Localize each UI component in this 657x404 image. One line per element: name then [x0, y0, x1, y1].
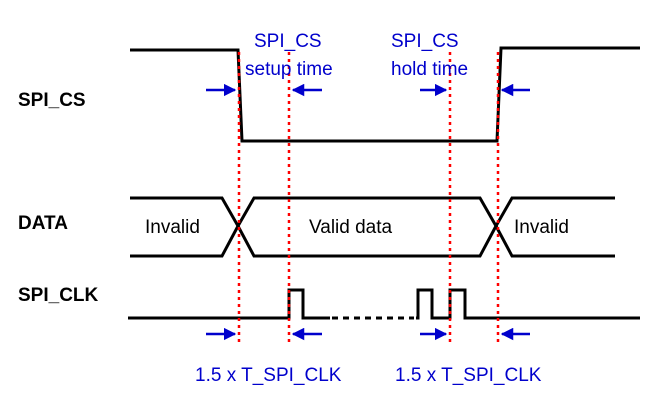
data-bus-valid-bottom	[236, 225, 498, 258]
data-state-invalid-left: Invalid	[145, 217, 200, 238]
data-bus-bottom-right	[494, 225, 615, 258]
data-bus-bottom-left	[130, 225, 240, 258]
annotation-bottom-right: 1.5 x T_SPI_CLK	[395, 365, 542, 386]
data-bus-top-left	[130, 196, 240, 227]
data-bus-valid-top	[236, 196, 498, 227]
annotation-setup-line2: setup time	[245, 59, 333, 80]
signal-label-spi-clk: SPI_CLK	[18, 285, 99, 306]
signal-label-spi-cs: SPI_CS	[18, 90, 86, 111]
spi-cs-waveform	[130, 46, 640, 143]
annotation-setup-line1: SPI_CS	[254, 31, 322, 52]
spi-clk-waveform-left	[128, 288, 330, 320]
annotation-hold-line2: hold time	[391, 59, 468, 80]
annotation-bottom-left: 1.5 x T_SPI_CLK	[195, 365, 342, 386]
data-bus-top-right	[494, 196, 615, 227]
signal-label-data: DATA	[18, 213, 68, 234]
data-state-valid: Valid data	[309, 217, 393, 238]
annotation-hold-line1: SPI_CS	[391, 31, 459, 52]
spi-clk-waveform-right	[416, 288, 640, 320]
data-state-invalid-right: Invalid	[514, 217, 569, 238]
